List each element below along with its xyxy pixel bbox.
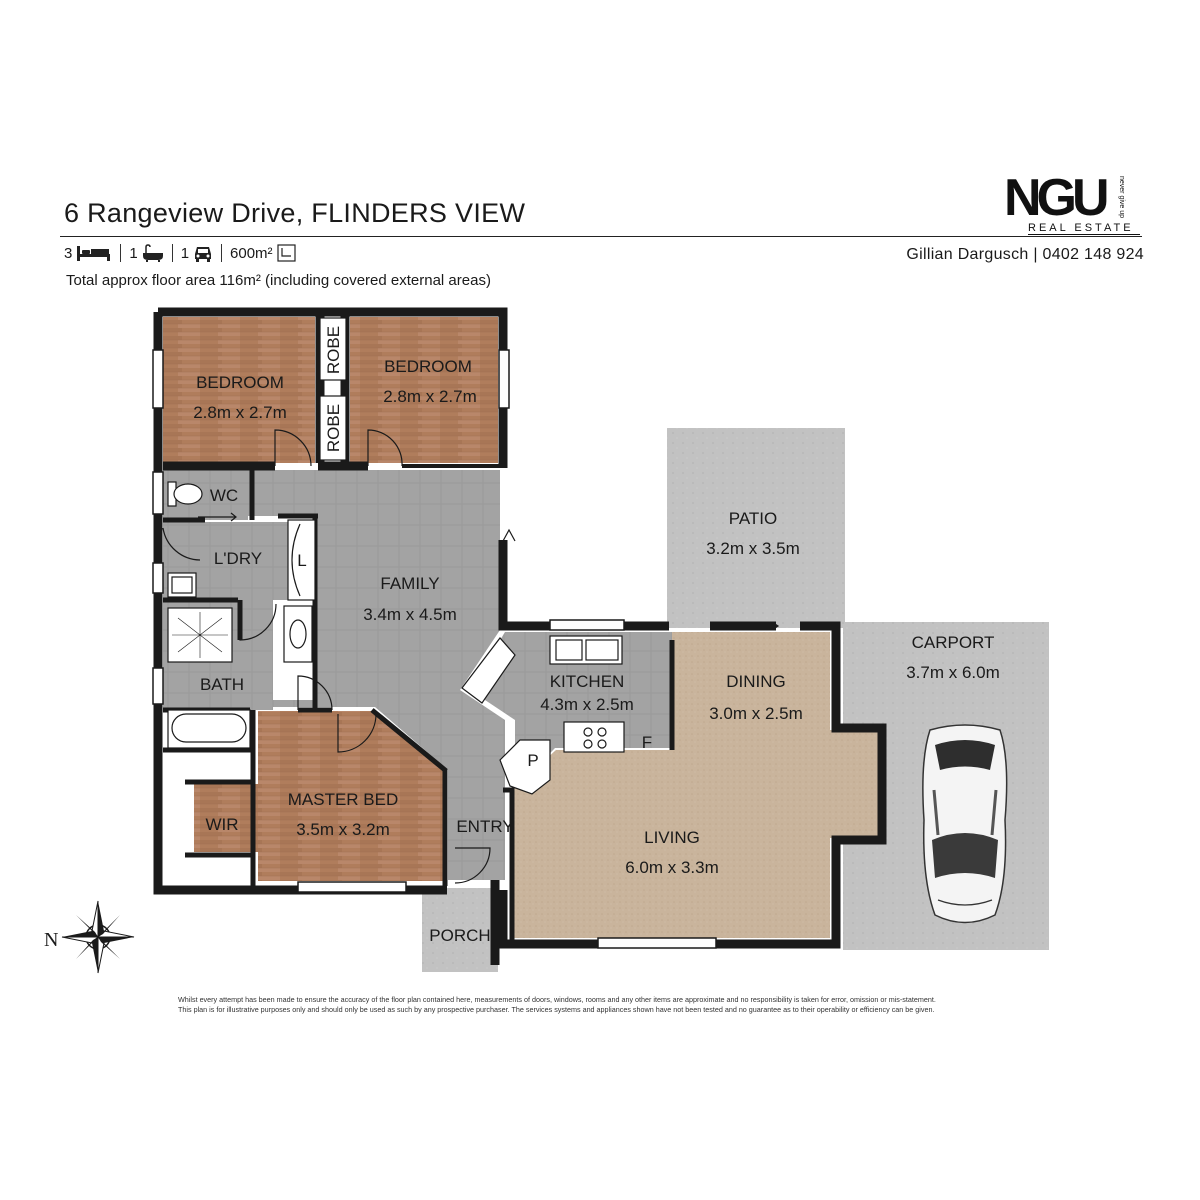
- living-dims: 6.0m x 3.3m: [625, 858, 719, 877]
- header-divider: [60, 236, 1142, 237]
- linen-label: L: [297, 551, 306, 570]
- bedroom-right-label: BEDROOM: [384, 357, 472, 376]
- wc-label: WC: [210, 486, 238, 505]
- logo-subtitle: REAL ESTATE: [1028, 222, 1134, 234]
- compass-north-label: N: [44, 929, 58, 951]
- patio-label: PATIO: [729, 509, 778, 528]
- toilet-fixture: [167, 481, 203, 507]
- compass-rose-icon: [61, 900, 135, 974]
- bathroom-count: 1: [129, 244, 138, 262]
- fridge-label: F: [642, 733, 652, 752]
- bath-label: BATH: [200, 675, 244, 694]
- bedroom-left-label: BEDROOM: [196, 373, 284, 392]
- dining-label: DINING: [726, 672, 786, 691]
- linen-cupboard: [287, 519, 316, 601]
- floor-area-note: Total approx floor area 116m² (including…: [66, 272, 491, 289]
- agency-logo: NGU never give up REAL ESTATE: [1000, 169, 1140, 236]
- bedroom-count: 3: [64, 244, 73, 262]
- car-icon: [195, 247, 212, 262]
- wir-label: WIR: [205, 815, 238, 834]
- disclaimer-line-2: This plan is for illustrative purposes o…: [178, 1005, 935, 1014]
- land-area-icon: [276, 244, 296, 262]
- robe-bottom-label: ROBE: [324, 404, 343, 452]
- master-bed-floor: [258, 711, 443, 881]
- family-floor: [163, 470, 505, 880]
- bedroom-right-floor: [350, 317, 498, 463]
- master-bed-dims: 3.5m x 3.2m: [296, 820, 390, 839]
- living-label: LIVING: [644, 828, 700, 847]
- logo-tagline: never give up: [1118, 176, 1125, 219]
- property-stats: 3 1 1 600m²: [64, 244, 297, 262]
- dining-dims: 3.0m x 2.5m: [709, 704, 803, 723]
- stats-separator: [120, 244, 122, 262]
- bedroom-right-dims: 2.8m x 2.7m: [383, 387, 477, 406]
- logo-mark: NGU: [1004, 169, 1110, 227]
- robe-cupboards: [319, 317, 347, 461]
- family-dims: 3.4m x 4.5m: [363, 605, 457, 624]
- stats-separator: [221, 244, 223, 262]
- logo-underline: [1028, 234, 1140, 235]
- pantry-label: P: [527, 751, 538, 770]
- family-label: FAMILY: [380, 574, 439, 593]
- master-bed-label: MASTER BED: [288, 790, 399, 809]
- carport-label: CARPORT: [912, 633, 995, 652]
- kitchen-dims: 4.3m x 2.5m: [540, 695, 634, 714]
- bedroom-left-dims: 2.8m x 2.7m: [193, 403, 287, 422]
- agent-contact: Gillian Dargusch | 0402 148 924: [906, 246, 1144, 263]
- laundry-tub-fixture: [167, 572, 197, 598]
- door-swings: [162, 429, 491, 884]
- bath-icon: [142, 244, 163, 262]
- porch-floor: [422, 888, 498, 972]
- carport-dims: 3.7m x 6.0m: [906, 663, 1000, 682]
- living-dining-floor: [512, 632, 878, 938]
- shower-fixture: [167, 607, 233, 663]
- vanity-fixture: [283, 605, 313, 663]
- property-address: 6 Rangeview Drive, FLINDERS VIEW: [64, 198, 526, 228]
- stats-separator: [171, 244, 173, 262]
- disclaimer: Whilst every attempt has been made to en…: [178, 995, 1038, 1015]
- bathtub-fixture: [167, 709, 251, 749]
- wir-floor: [194, 784, 258, 852]
- car-count: 1: [180, 244, 190, 262]
- patio-floor: [667, 428, 845, 628]
- kitchen-bench: [461, 635, 625, 795]
- land-size: 600m²: [230, 244, 273, 262]
- robe-top-label: ROBE: [324, 326, 343, 374]
- porch-label: PORCH: [429, 926, 490, 945]
- flow-arrows: [198, 512, 780, 631]
- windows: [152, 349, 717, 949]
- bed-icon: [77, 246, 111, 261]
- laundry-label: L'DRY: [214, 549, 262, 568]
- car-illustration: [922, 724, 1008, 924]
- disclaimer-line-1: Whilst every attempt has been made to en…: [178, 995, 936, 1004]
- patio-dims: 3.2m x 3.5m: [706, 539, 800, 558]
- kitchen-label: KITCHEN: [550, 672, 625, 691]
- bedroom-left-floor: [163, 317, 315, 463]
- entry-label: ENTRY: [456, 817, 513, 836]
